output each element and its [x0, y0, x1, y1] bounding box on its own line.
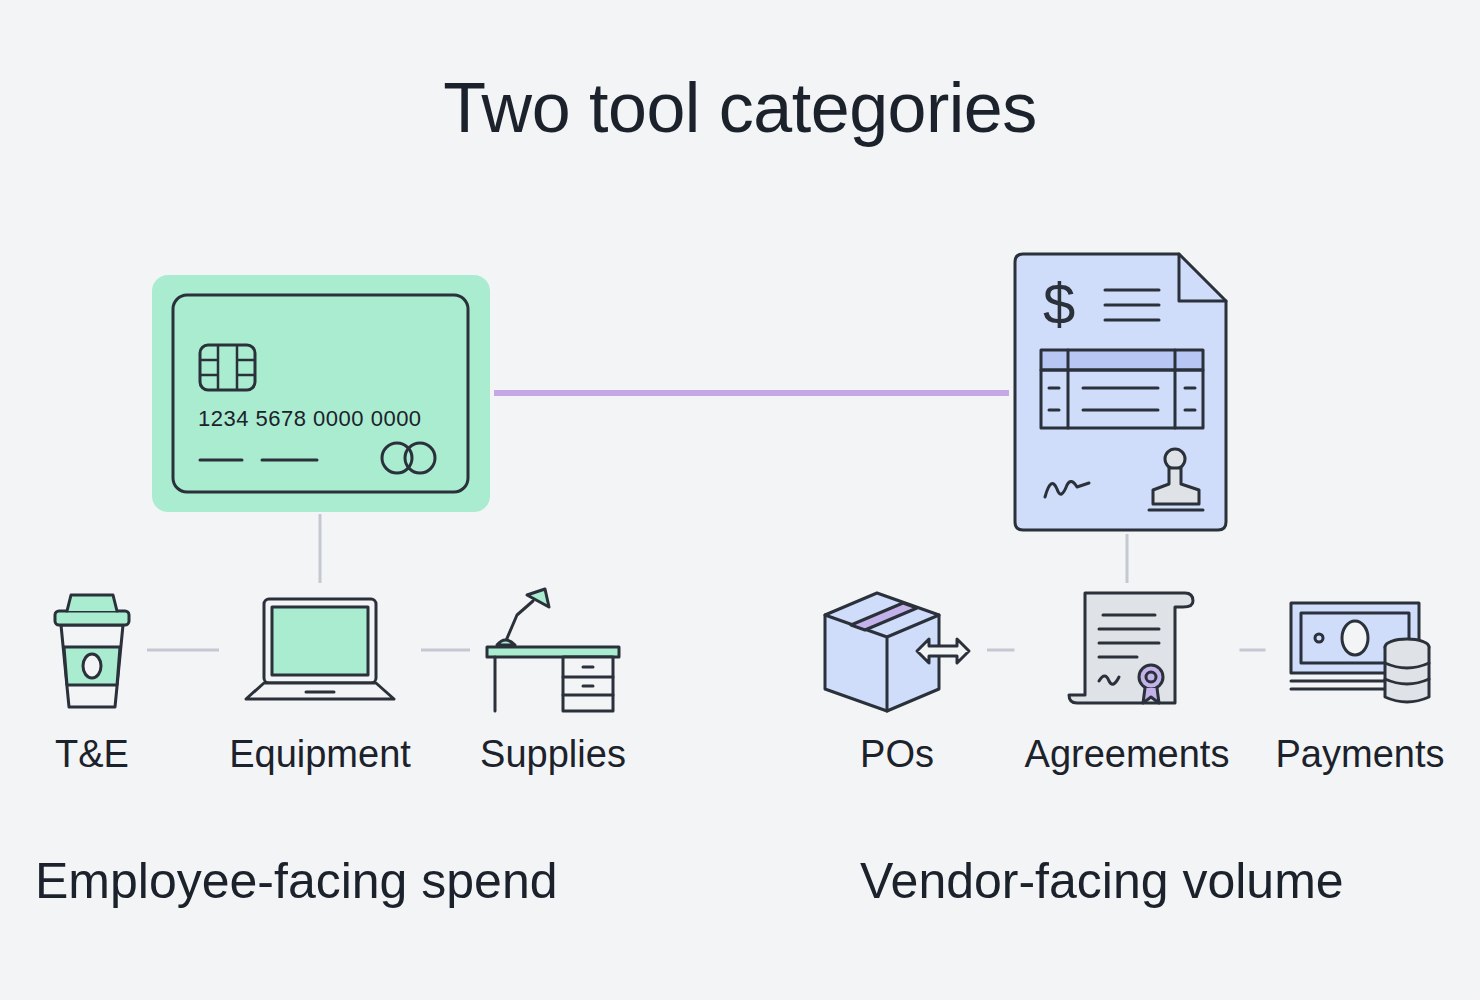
category-label: Payments	[1270, 733, 1451, 776]
diagram-title: Two tool categories	[443, 68, 1037, 148]
spend-icon: T&E	[41, 585, 143, 776]
vendor-icon: Payments	[1270, 585, 1451, 776]
vendor-icon: Agreements	[1019, 585, 1236, 776]
spend-icon: Supplies	[474, 585, 632, 776]
category-link	[494, 390, 1009, 396]
desk-icon	[483, 585, 623, 715]
connector-line	[421, 649, 470, 652]
category-label: Supplies	[474, 733, 632, 776]
laptop-icon	[240, 585, 400, 715]
box-icon	[817, 585, 977, 715]
scroll-icon	[1057, 585, 1197, 715]
group-caption: Employee-facing spend	[35, 852, 558, 910]
category-label: Equipment	[223, 733, 417, 776]
connector-line	[147, 649, 219, 652]
money-icon	[1285, 585, 1435, 715]
connector-line	[1126, 534, 1129, 583]
vendor-icon: POs	[811, 585, 983, 776]
spend-icon: Equipment	[223, 585, 417, 776]
group-caption: Vendor-facing volume	[860, 852, 1344, 910]
connector-line	[1240, 649, 1266, 652]
currency-symbol: $	[1043, 270, 1075, 337]
credit-card: 1234 5678 0000 0000	[152, 275, 490, 512]
category-label: T&E	[41, 733, 143, 776]
category-label: POs	[811, 733, 983, 776]
connector-line	[319, 514, 322, 583]
card-shape	[152, 275, 490, 512]
card-number: 1234 5678 0000 0000	[198, 406, 422, 432]
invoice-document: $	[1013, 252, 1228, 532]
connector-line	[987, 649, 1015, 652]
category-label: Agreements	[1019, 733, 1236, 776]
cup-icon	[47, 585, 137, 715]
